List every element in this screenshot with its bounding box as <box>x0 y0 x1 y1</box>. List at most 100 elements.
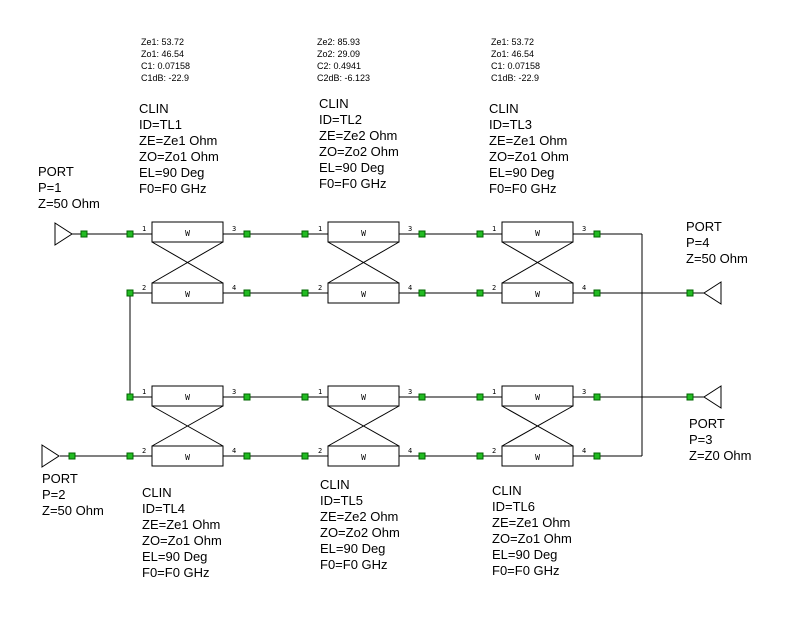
element-line: EL=90 Deg <box>320 541 385 556</box>
element-label-tl2[interactable]: CLIN ID=TL2 ZE=Ze2 Ohm ZO=Zo2 Ohm EL=90 … <box>319 96 399 191</box>
node <box>593 289 601 297</box>
element-line: F0=F0 GHz <box>142 565 210 580</box>
element-line: ZE=Ze1 Ohm <box>139 133 217 148</box>
port-3-symbol[interactable] <box>703 385 722 409</box>
node <box>243 230 251 238</box>
port-line: P=3 <box>689 432 713 447</box>
node <box>476 289 484 297</box>
element-label-tl4[interactable]: CLIN ID=TL4 ZE=Ze1 Ohm ZO=Zo1 Ohm EL=90 … <box>142 485 222 580</box>
node <box>476 393 484 401</box>
measurement-annotation-3: Ze1: 53.72 Zo1: 46.54 C1: 0.07158 C1dB: … <box>491 37 540 83</box>
pin-label: 2 <box>318 284 322 292</box>
node <box>418 230 426 238</box>
node <box>418 452 426 460</box>
clin-block-tl1[interactable]: W W 1 2 3 4 <box>142 221 236 304</box>
port-line: PORT <box>38 164 74 179</box>
element-line: EL=90 Deg <box>492 547 557 562</box>
box-label: W <box>361 393 366 402</box>
element-line: CLIN <box>320 477 350 492</box>
measurement-line: C1dB: -22.9 <box>141 73 189 83</box>
element-line: CLIN <box>492 483 522 498</box>
pin-label: 3 <box>408 388 412 396</box>
element-line: ZE=Ze1 Ohm <box>489 133 567 148</box>
clin-block-tl2[interactable]: W W 1 2 3 4 <box>318 221 412 304</box>
node <box>80 230 88 238</box>
port-label-3[interactable]: PORT P=3 Z=Z0 Ohm <box>689 416 752 463</box>
pin-label: 1 <box>318 388 322 396</box>
measurement-annotation-1: Ze1: 53.72 Zo1: 46.54 C1: 0.07158 C1dB: … <box>141 37 190 83</box>
clin-block-tl6[interactable]: W W 1 2 3 4 <box>492 385 586 467</box>
node <box>418 289 426 297</box>
pin-label: 1 <box>142 225 146 233</box>
port-2-symbol[interactable] <box>41 444 60 468</box>
box-label: W <box>185 229 190 238</box>
box-label: W <box>535 453 540 462</box>
node <box>476 452 484 460</box>
port-symbols <box>41 222 722 468</box>
box-label: W <box>361 229 366 238</box>
port-4-symbol[interactable] <box>703 281 722 305</box>
element-line: F0=F0 GHz <box>489 181 557 196</box>
element-line: ID=TL6 <box>492 499 535 514</box>
element-line: ID=TL1 <box>139 117 182 132</box>
element-line: ZE=Ze1 Ohm <box>142 517 220 532</box>
element-line: CLIN <box>489 101 519 116</box>
node <box>126 393 134 401</box>
measurement-line: C1: 0.07158 <box>491 61 540 71</box>
box-label: W <box>185 290 190 299</box>
box-label: W <box>361 290 366 299</box>
element-label-tl6[interactable]: CLIN ID=TL6 ZE=Ze1 Ohm ZO=Zo1 Ohm EL=90 … <box>492 483 572 578</box>
port-label-4[interactable]: PORT P=4 Z=50 Ohm <box>686 219 748 266</box>
element-line: CLIN <box>139 101 169 116</box>
measurement-line: Ze1: 53.72 <box>491 37 534 47</box>
port-line: Z=50 Ohm <box>38 196 100 211</box>
element-label-tl3[interactable]: CLIN ID=TL3 ZE=Ze1 Ohm ZO=Zo1 Ohm EL=90 … <box>489 101 569 196</box>
element-line: ID=TL2 <box>319 112 362 127</box>
clin-block-tl4[interactable]: W W 1 2 3 4 <box>142 385 236 467</box>
element-line: ID=TL4 <box>142 501 185 516</box>
element-line: ZO=Zo2 Ohm <box>319 144 399 159</box>
measurement-line: C1dB: -22.9 <box>491 73 539 83</box>
measurement-annotation-2: Ze2: 85.93 Zo2: 29.09 C2: 0.4941 C2dB: -… <box>317 37 370 83</box>
clin-block-tl3[interactable]: W W 1 2 3 4 <box>492 221 586 304</box>
pin-label: 2 <box>142 284 146 292</box>
measurement-line: Ze2: 85.93 <box>317 37 360 47</box>
measurement-line: C2: 0.4941 <box>317 61 361 71</box>
node <box>686 289 694 297</box>
node <box>126 289 134 297</box>
node <box>301 230 309 238</box>
port-label-2[interactable]: PORT P=2 Z=50 Ohm <box>42 471 104 518</box>
element-label-tl5[interactable]: CLIN ID=TL5 ZE=Ze2 Ohm ZO=Zo2 Ohm EL=90 … <box>320 477 400 572</box>
port-line: P=4 <box>686 235 710 250</box>
element-line: F0=F0 GHz <box>492 563 560 578</box>
pin-label: 3 <box>232 225 236 233</box>
port-label-1[interactable]: PORT P=1 Z=50 Ohm <box>38 164 100 211</box>
port-line: Z=Z0 Ohm <box>689 448 752 463</box>
element-line: EL=90 Deg <box>319 160 384 175</box>
element-line: ZO=Zo2 Ohm <box>320 525 400 540</box>
node <box>686 393 694 401</box>
measurement-line: Zo1: 46.54 <box>141 49 184 59</box>
pin-label: 4 <box>582 447 586 455</box>
node <box>418 393 426 401</box>
port-line: P=2 <box>42 487 66 502</box>
element-line: CLIN <box>142 485 172 500</box>
measurement-line: Zo1: 46.54 <box>491 49 534 59</box>
pin-label: 4 <box>408 447 412 455</box>
pin-label: 3 <box>408 225 412 233</box>
clin-block-tl5[interactable]: W W 1 2 3 4 <box>318 385 412 467</box>
node <box>243 393 251 401</box>
measurement-line: Ze1: 53.72 <box>141 37 184 47</box>
element-label-tl1[interactable]: CLIN ID=TL1 ZE=Ze1 Ohm ZO=Zo1 Ohm EL=90 … <box>139 101 219 196</box>
measurement-line: C2dB: -6.123 <box>317 73 370 83</box>
node <box>593 393 601 401</box>
node <box>68 452 76 460</box>
port-line: Z=50 Ohm <box>42 503 104 518</box>
pin-label: 4 <box>408 284 412 292</box>
box-label: W <box>535 393 540 402</box>
box-label: W <box>361 453 366 462</box>
node <box>593 230 601 238</box>
port-1-symbol[interactable] <box>54 222 73 246</box>
element-line: ID=TL5 <box>320 493 363 508</box>
